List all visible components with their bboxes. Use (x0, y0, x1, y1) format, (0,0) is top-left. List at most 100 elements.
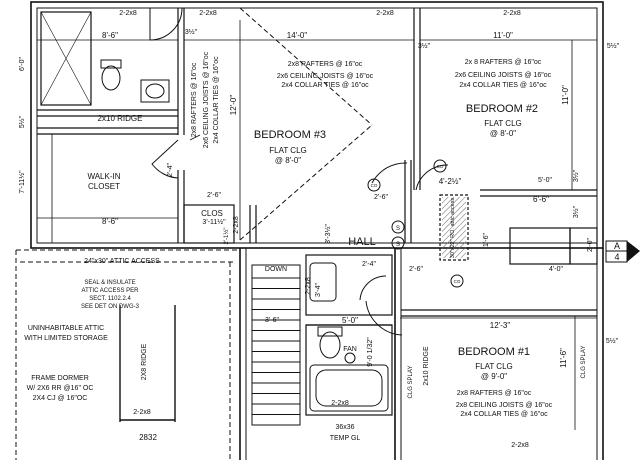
interior-walls (37, 8, 598, 416)
co-2: CO (437, 164, 444, 169)
header-2-2x8-2: 2-2x8 (199, 10, 217, 17)
smoke-2: S (396, 242, 400, 248)
dim-1-6: 1'-6" (483, 233, 490, 247)
door-swing-bath (149, 7, 183, 41)
dim-11-6: 11'-6" (559, 348, 568, 368)
dimension-lines (37, 20, 597, 430)
section-number: 4 (614, 252, 619, 262)
dim-5-half-l: 5½" (18, 115, 26, 128)
b3v-ties: 2x4 COLLAR TIES @ 16"oc (213, 56, 220, 144)
bedroom1-height: @ 9'-0" (481, 372, 507, 381)
closet-name-2: CLOSET (88, 182, 120, 191)
bathtub-basin (315, 369, 383, 407)
toilet-tank-2 (317, 326, 343, 337)
dim-2-6-b: 2'-6" (374, 194, 388, 201)
door-swing-bedroom2 (415, 164, 449, 191)
dim-8-6-bot: 8'-6" (102, 217, 118, 226)
exterior-walls (30, 1, 604, 460)
clg-splay-left: CLG SPLAY (408, 366, 414, 399)
bathtub (309, 364, 389, 412)
dim-11-0-r: 11'-0" (561, 85, 570, 105)
clos-name: CLOS (201, 209, 223, 218)
dim-6-0: 6'-0" (19, 57, 26, 71)
bedroom1-name: BEDROOM #1 (458, 346, 530, 358)
closet-name-1: WALK-IN (87, 172, 120, 181)
door-swing-bath2 (359, 275, 387, 301)
seal-note-3: SECT. 1102.2.4 (89, 296, 131, 302)
b2-joists: 2x6 CEILING JOISTS @ 16"oc (455, 72, 552, 79)
b1-rafters: 2x8 RAFTERS @ 16"oc (457, 390, 532, 397)
dim-5-half-r1: 5½" (607, 42, 620, 50)
dormer-note-1: FRAME DORMER (31, 375, 89, 382)
header-2-2x8-1: 2-2x8 (119, 10, 137, 17)
dim-8-6-top: 8'-6" (102, 31, 118, 40)
dormer-note-2: W/ 2X6 RR @16" OC (27, 385, 94, 392)
ridge-2x10: 2x10 RIDGE (98, 114, 143, 123)
detectors (367, 159, 464, 288)
door-swing-bedroom1 (365, 300, 403, 336)
sink-counter (140, 79, 170, 103)
b2-rafters: 2x 8 RAFTERS @ 16"oc (465, 59, 542, 66)
dim-2-1: 2'-1½" (223, 228, 230, 245)
header-2-2x8-3: 2-2x8 (376, 10, 394, 17)
stair-down-label: DOWN (265, 266, 287, 273)
dim-2-4: 2'-4" (167, 163, 174, 177)
smoke-1: S (396, 226, 400, 232)
header-2-2x8-6: 2-2x8 (331, 400, 349, 407)
dim-4-2: 4'-2½" (439, 177, 462, 186)
bedroom2-name: BEDROOM #2 (466, 103, 538, 115)
b3-ties: 2x4 COLLAR TIES @ 16"oc (281, 82, 369, 89)
attic-dashed-lines (15, 7, 373, 460)
header-2-2x8-7: 2-2x8 (511, 442, 529, 449)
stair-treads (252, 277, 300, 415)
ridge-b1: 2x10 RIDGE (423, 346, 430, 386)
b3v-joists: 2x6 CEILING JOISTS @ 16"oc (203, 51, 210, 148)
dim-14-0: 14'-0" (287, 31, 308, 40)
dim-3-4: 3'-4" (315, 283, 322, 297)
dim-3-half-r3: 3½" (572, 205, 580, 218)
section-letter: A (614, 241, 620, 251)
attic-access-ro: 30"x22" RO. attic access (450, 198, 456, 259)
dim-11-0: 11'-0" (493, 31, 513, 40)
bedroom3-name: BEDROOM #3 (254, 129, 326, 141)
section-marker (605, 240, 640, 263)
toilet-bowl-2 (319, 331, 341, 359)
clg-splay-right: CLG SPLAY (581, 346, 587, 379)
header-2-2x8-8: 2-2x8 (305, 277, 312, 295)
bedroom3-clg: FLAT CLG (269, 146, 307, 155)
seal-note-1: SEAL & INSULATE (84, 280, 135, 286)
dim-9-0: 9'-0 1/32" (367, 337, 374, 367)
dim-5-half-r4: 5½" (606, 337, 619, 345)
fan-symbol (344, 352, 356, 364)
dim-12-3: 12'-3" (490, 321, 511, 330)
dim-4-0: 4'-0" (549, 266, 563, 273)
door-swing-closet (151, 139, 179, 179)
dim-3-11: 3'-11½" (202, 218, 226, 226)
bedroom1-clg: FLAT CLG (475, 362, 513, 371)
dim-2-6-h: 2'-6" (409, 266, 423, 273)
doors (149, 7, 449, 336)
toilet-bowl (101, 65, 121, 91)
dim-2832: 2832 (139, 433, 157, 442)
dim-5-0-bath: 5'-0" (342, 316, 358, 325)
header-2-2x8-4: 2-2x8 (503, 10, 521, 17)
seal-note-2: ATTIC ACCESS PER (82, 288, 140, 294)
header-2-2x8-5: 2-2x8 (133, 409, 151, 416)
door-swing-bedroom3 (371, 162, 408, 184)
dim-3-half-top: 3½" (418, 42, 431, 50)
dim-3-half-door: 3½" (185, 28, 198, 36)
dormer-frame (119, 305, 176, 422)
vanity-sink (309, 262, 337, 302)
dim-3-3: 3'-3½" (324, 224, 332, 244)
dim-6-6: 6'-6" (533, 195, 549, 204)
toilet-tank (100, 59, 122, 69)
dim-5-0-r: 5'-0" (538, 177, 552, 184)
dormer-note-3: 2X4 CJ @ 16"OC (33, 395, 88, 402)
ridge-dormer: 2X8 RIDGE (141, 343, 148, 380)
b3v-rafters: 2x8 RAFTERS @ 16"oc (191, 62, 198, 137)
dim-2-0: 2'-0" (587, 238, 594, 252)
header-2-2x8-9: 2-2x8 (233, 216, 240, 234)
co-1: CO (371, 183, 378, 188)
